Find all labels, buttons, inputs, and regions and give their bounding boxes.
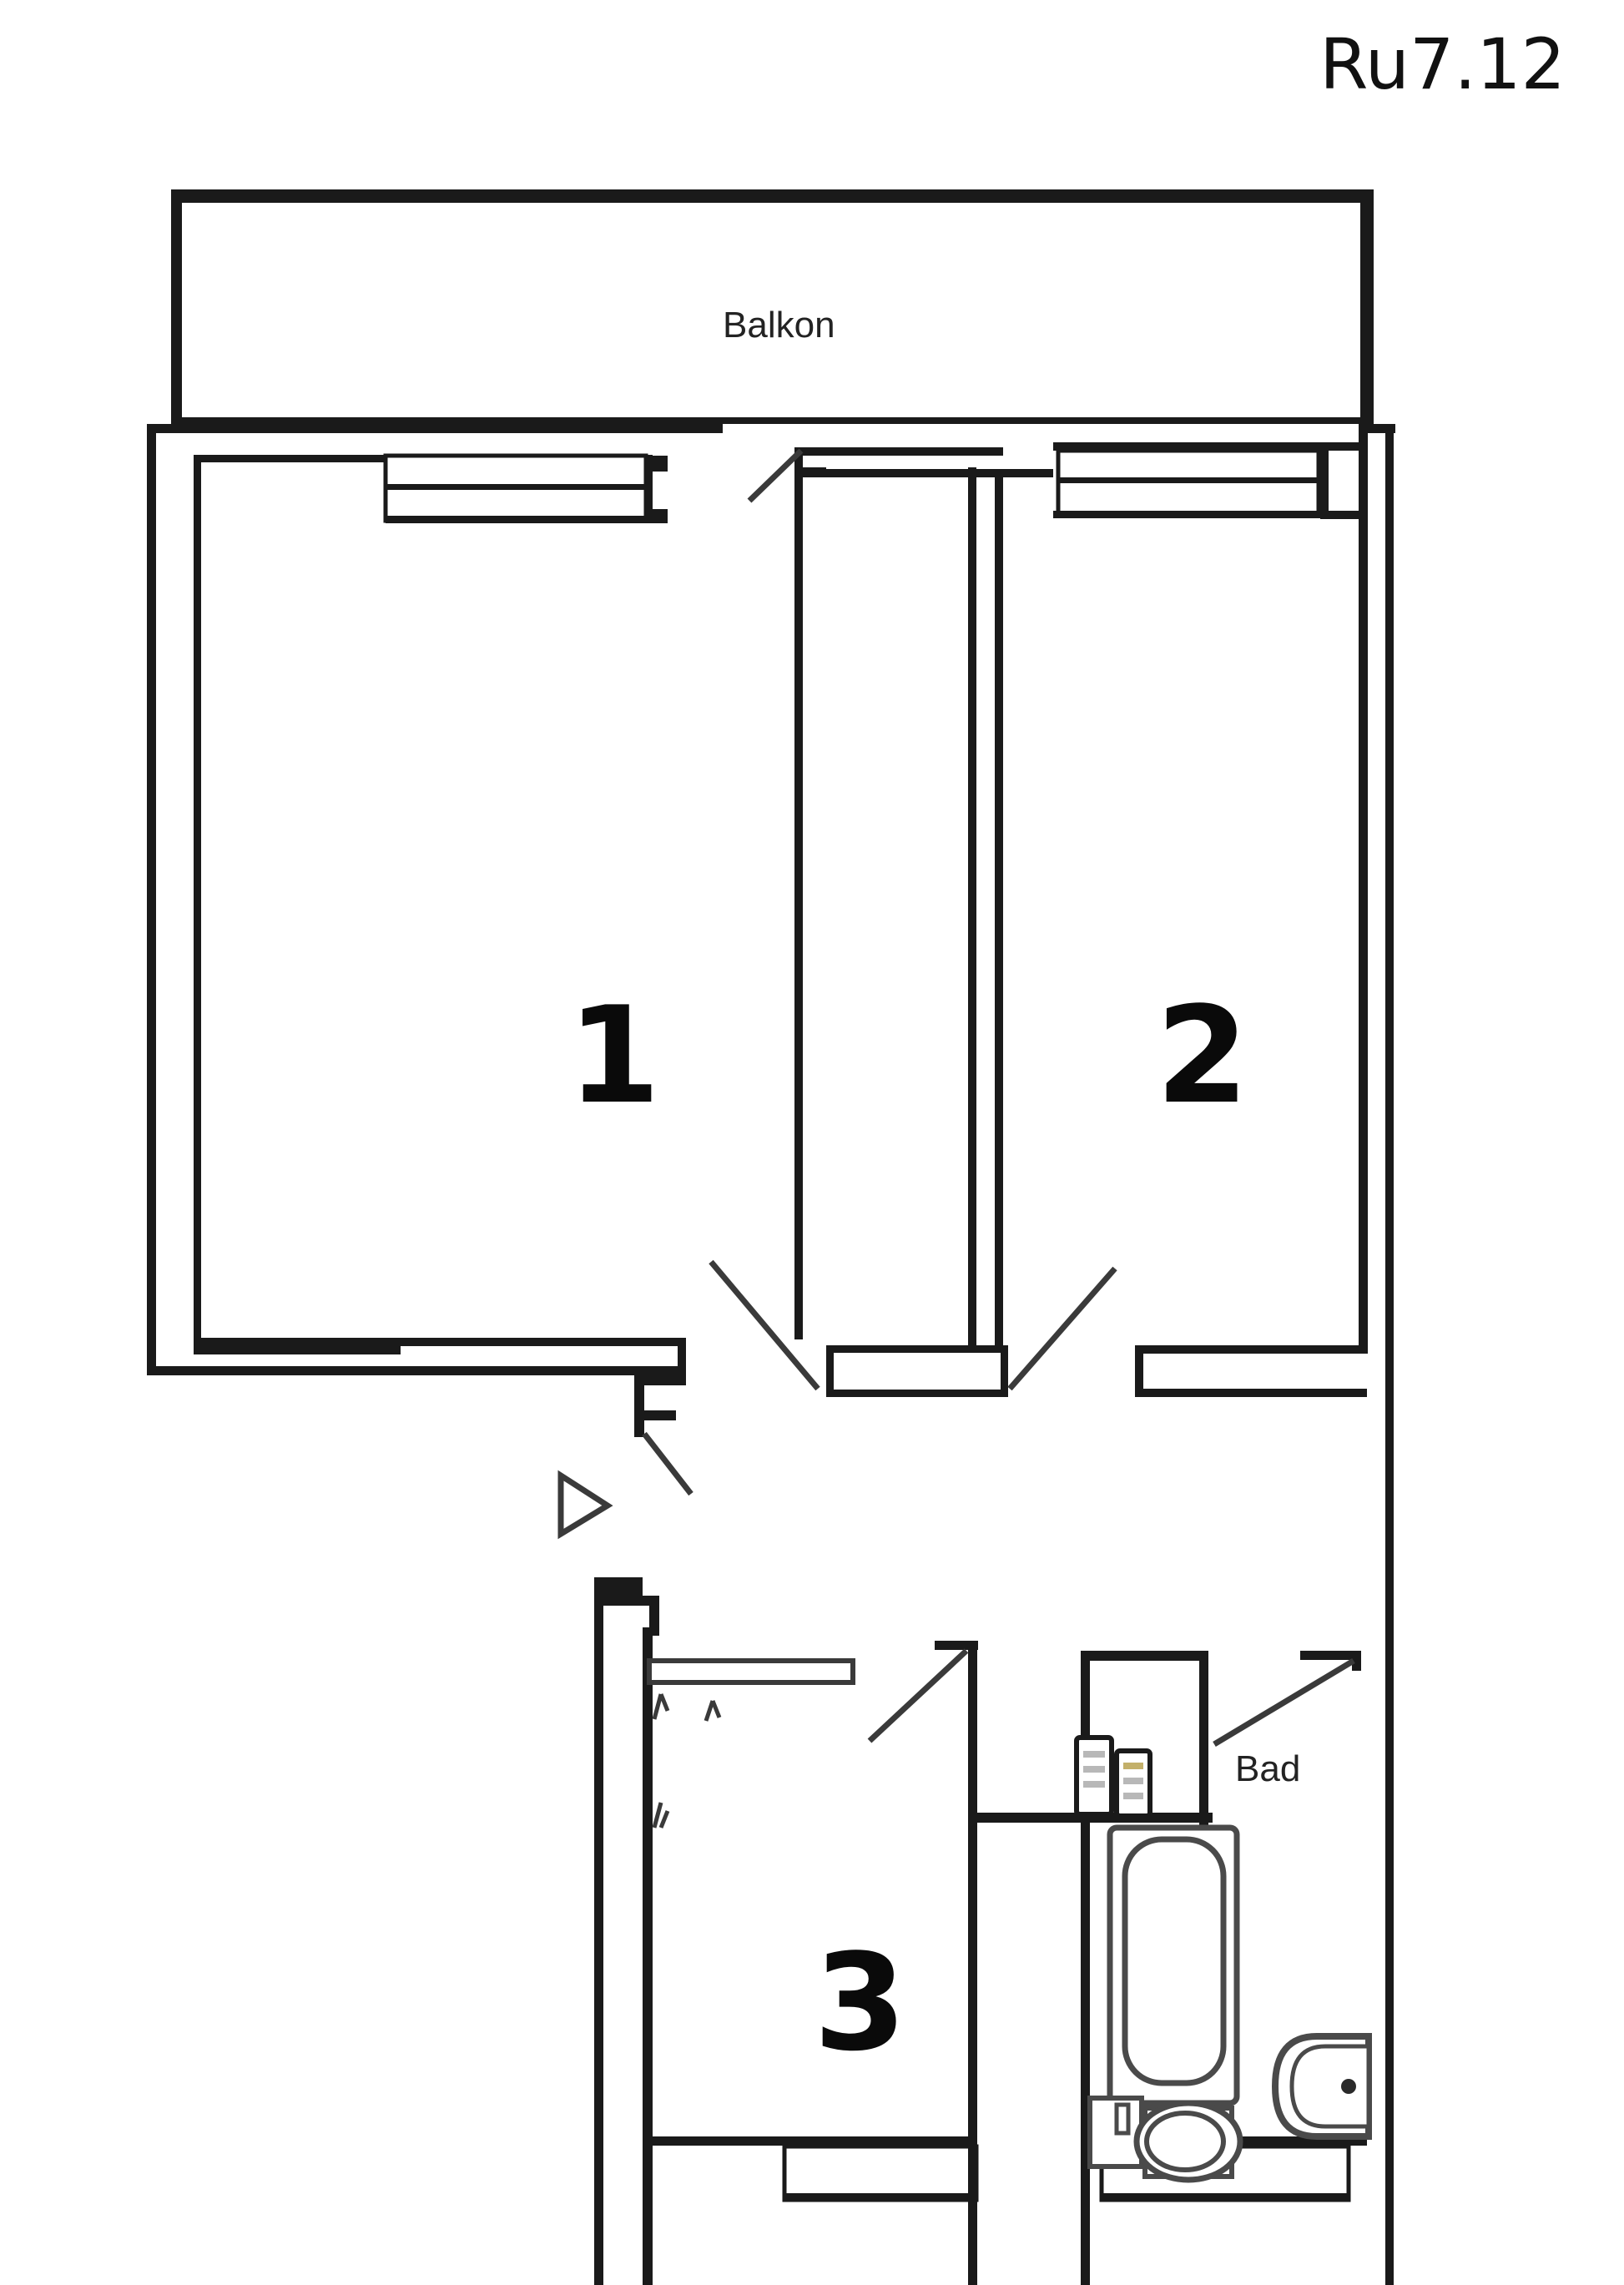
room-number-3: 3 (814, 1924, 907, 2081)
room-3-walls (594, 1577, 979, 2285)
sink-icon (1271, 2033, 1372, 2140)
window-room3 (782, 2144, 979, 2202)
window-room2 (1056, 448, 1321, 518)
window-room1 (383, 453, 648, 523)
room-number-1: 1 (567, 977, 661, 1133)
wardrobe-room3 (647, 1658, 855, 1829)
door-swings (709, 448, 1117, 1391)
entrance-direction-icon (557, 1470, 613, 1540)
exterior-walls (147, 424, 1395, 2285)
room-number-2: 2 (1156, 977, 1249, 1133)
balcony-outline (171, 189, 1374, 427)
bathtub-icon (1107, 1824, 1240, 2106)
entry-door-group (557, 1375, 693, 1540)
lower-left-wall-stub (594, 1577, 603, 2285)
label-bad: Bad (1235, 1748, 1301, 1789)
page-title: Ru7.12 (1319, 23, 1566, 105)
toilet-icon (1087, 2096, 1243, 2183)
dryer-icon (1114, 1748, 1152, 1818)
room-1-walls (147, 424, 686, 1376)
hallway-walls (794, 447, 1053, 1397)
room-2-walls (1053, 442, 1368, 1397)
bathroom-walls (977, 1651, 1372, 2285)
washing-machine-icon (1074, 1735, 1114, 1817)
label-balkon: Balkon (723, 305, 835, 346)
